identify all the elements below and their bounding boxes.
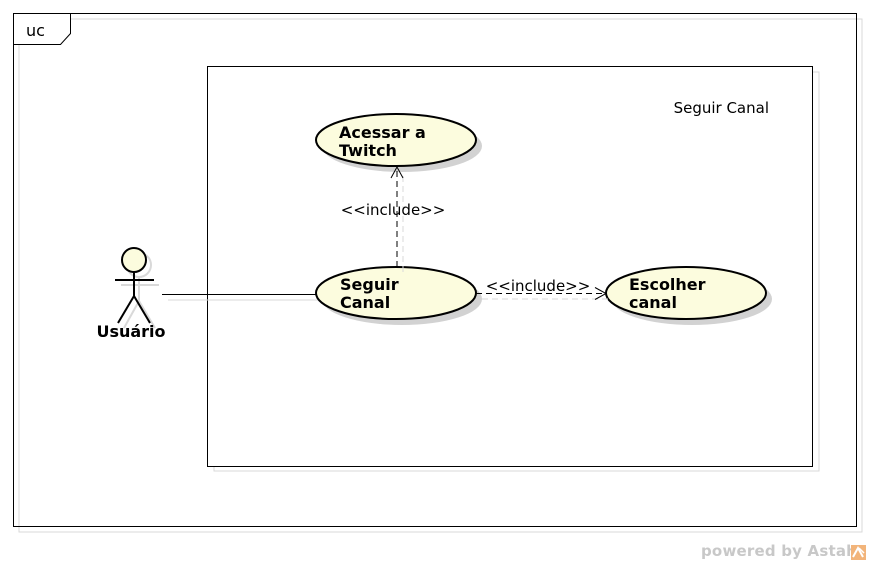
usecase-escolher-label: Escolher canal [629,275,711,312]
usecase-acessar-label: Acessar a Twitch [339,123,431,160]
include-up-label: <<include>> [341,201,446,219]
diagram-frame [13,13,857,527]
system-boundary-title: Seguir Canal [674,99,769,117]
astah-logo-icon [851,545,866,560]
frame-tag-label: uc [26,21,45,40]
usecase-escolher-line1: Escolher [629,275,706,294]
frame-tag [13,13,71,45]
usecase-seguir-line2: Canal [340,293,390,312]
system-boundary[interactable] [207,66,813,467]
usecase-escolher-line2: canal [629,293,677,312]
actor-right-leg [133,295,151,324]
include-right-label: <<include>> [486,277,591,295]
powered-by-watermark: powered by Astah [701,542,858,560]
usecase-acessar-line2: Twitch [339,141,397,160]
usecase-seguir-line1: Seguir [340,275,399,294]
usecase-acessar-line1: Acessar a [339,123,426,142]
actor-left-leg [117,295,135,324]
actor-label: Usuário [96,322,165,341]
diagram-frame-shadow [18,18,863,533]
actor-head [121,247,147,273]
usecase-seguir-label: Seguir Canal [340,275,404,312]
actor-usuario[interactable] [115,247,154,324]
